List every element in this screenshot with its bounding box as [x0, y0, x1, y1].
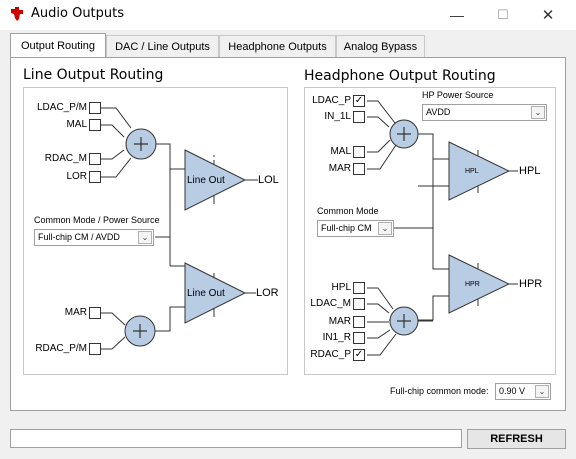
- common-mode-power-select[interactable]: Full-chip CM / AVDD ⌄: [34, 229, 154, 246]
- line-output-routing-title: Line Output Routing: [23, 67, 164, 83]
- hpr-amp-label: HPR: [465, 281, 480, 288]
- full-chip-common-mode-select[interactable]: 0.90 V ⌄: [495, 383, 551, 400]
- output-label-lol: LOL: [258, 174, 279, 186]
- rdac-m-checkbox[interactable]: [89, 153, 101, 165]
- hp-input-label-in-1l: IN_1L: [324, 111, 351, 122]
- input-label-lor: LOR: [66, 171, 87, 182]
- rdac-pm-checkbox[interactable]: [89, 343, 101, 355]
- hp-input-label-in1-r: IN1_R: [322, 332, 351, 343]
- window-title: Audio Outputs: [31, 6, 125, 21]
- mal-checkbox[interactable]: [89, 119, 101, 131]
- hp-mar-2-checkbox[interactable]: [353, 316, 365, 328]
- hp-input-label-rdac-p: RDAC_P: [310, 349, 351, 360]
- maximize-button[interactable]: ☐: [497, 7, 509, 22]
- hpl-amp: [448, 141, 511, 201]
- output-label-lor: LOR: [256, 287, 279, 299]
- line-out-bottom-label: Line Out: [187, 288, 225, 299]
- hp-input-label-mal: MAL: [330, 146, 351, 157]
- line-out-amp-top: [184, 149, 247, 211]
- status-bar: [10, 429, 462, 448]
- hpl-amp-label: HPL: [465, 168, 479, 175]
- hp-ldac-m-checkbox[interactable]: [353, 298, 365, 310]
- hp-in-1l-checkbox[interactable]: [353, 111, 365, 123]
- chevron-down-icon: ⌄: [138, 231, 152, 244]
- input-label-ldac-pm: LDAC_P/M: [36, 102, 87, 113]
- input-label-rdac-m: RDAC_M: [44, 153, 87, 164]
- title-bar: [0, 0, 576, 30]
- tab-output-routing[interactable]: Output Routing: [10, 33, 106, 58]
- hp-mar-checkbox[interactable]: [353, 163, 365, 175]
- lor-checkbox[interactable]: [89, 171, 101, 183]
- minimize-button[interactable]: —: [450, 7, 464, 23]
- hp-ldac-p-checkbox[interactable]: ✓: [353, 95, 365, 107]
- output-label-hpr: HPR: [519, 278, 543, 290]
- hp-input-label-ldac-m: LDAC_M: [310, 298, 351, 309]
- hp-input-label-hpl: HPL: [331, 282, 351, 293]
- hp-input-label-ldac-p: LDAC_P: [312, 95, 351, 106]
- hp-common-mode-label: Common Mode: [317, 206, 379, 216]
- hp-common-mode-value: Full-chip CM: [321, 223, 372, 233]
- hp-power-source-label: HP Power Source: [422, 90, 494, 100]
- line-out-top-label: Line Out: [187, 175, 225, 186]
- common-mode-power-value: Full-chip CM / AVDD: [38, 232, 120, 242]
- tab-dac-line-outputs[interactable]: DAC / Line Outputs: [106, 35, 219, 57]
- tab-analog-bypass[interactable]: Analog Bypass: [336, 35, 425, 57]
- mar-checkbox[interactable]: [89, 307, 101, 319]
- hp-input-label-mar: MAR: [328, 163, 351, 174]
- refresh-button[interactable]: REFRESH: [467, 429, 566, 449]
- hp-in1-r-checkbox[interactable]: [353, 332, 365, 344]
- ldac-pm-checkbox[interactable]: [89, 102, 101, 114]
- line-out-amp-bottom: [184, 262, 247, 324]
- hp-power-source-select[interactable]: AVDD ⌄: [422, 104, 547, 121]
- headphone-output-routing-title: Headphone Output Routing: [304, 68, 496, 84]
- full-chip-common-mode-value: 0.90 V: [499, 386, 526, 396]
- input-label-mar: MAR: [64, 307, 87, 318]
- hp-rdac-p-checkbox[interactable]: ✓: [353, 349, 365, 361]
- hp-hpl-checkbox[interactable]: [353, 282, 365, 294]
- common-mode-power-label: Common Mode / Power Source: [34, 215, 160, 225]
- tab-headphone-outputs[interactable]: Headphone Outputs: [219, 35, 336, 57]
- hp-mal-checkbox[interactable]: [353, 146, 365, 158]
- output-label-hpl: HPL: [519, 165, 541, 177]
- chevron-down-icon: ⌄: [535, 385, 549, 398]
- hp-common-mode-select[interactable]: Full-chip CM ⌄: [317, 220, 394, 237]
- close-button[interactable]: ✕: [541, 7, 555, 24]
- full-chip-common-mode-label: Full-chip common mode:: [390, 386, 489, 396]
- hp-input-label-mar-2: MAR: [328, 316, 351, 327]
- hp-power-source-value: AVDD: [426, 107, 451, 117]
- chevron-down-icon: ⌄: [531, 106, 545, 119]
- chevron-down-icon: ⌄: [378, 222, 392, 235]
- hpr-amp: [448, 254, 511, 314]
- input-label-mal: MAL: [66, 119, 87, 130]
- ti-logo-icon: [11, 7, 23, 21]
- input-label-rdac-pm: RDAC_P/M: [35, 343, 87, 354]
